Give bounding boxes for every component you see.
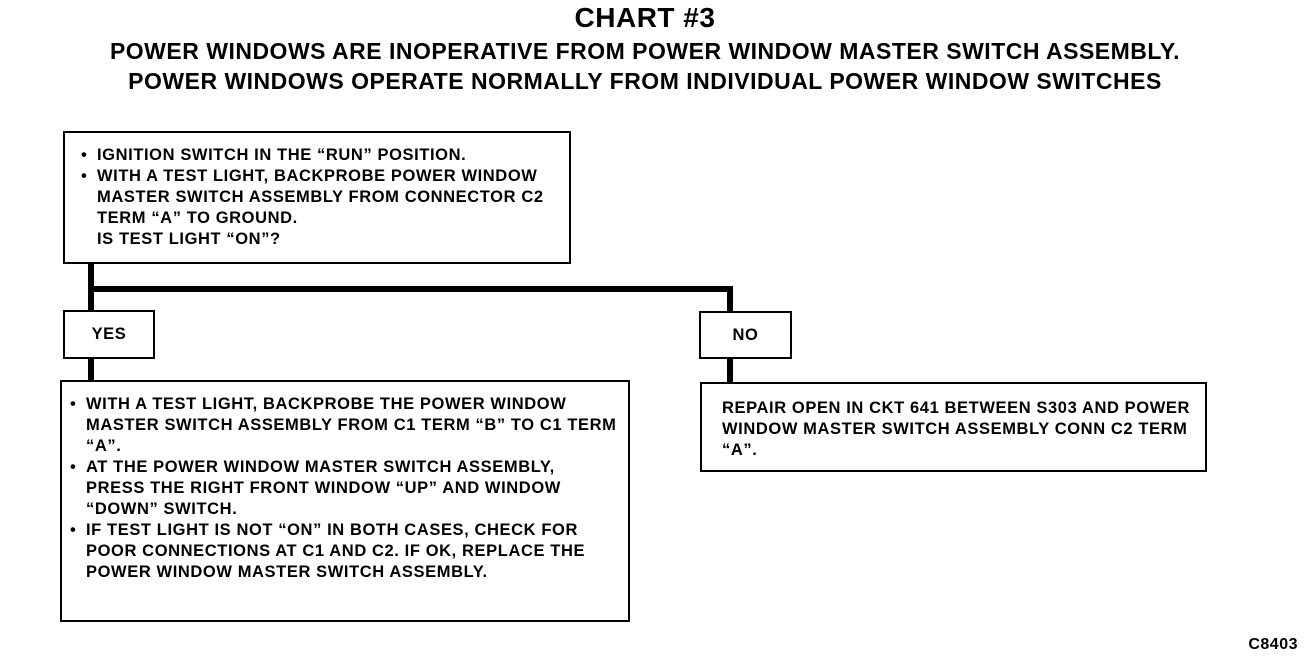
connector-yes-down <box>88 358 94 381</box>
no-result-text: REPAIR OPEN IN CKT 641 BETWEEN S303 AND … <box>722 399 1190 459</box>
no-result-box: REPAIR OPEN IN CKT 641 BETWEEN S303 AND … <box>700 382 1207 472</box>
no-branch-label: NO <box>699 311 792 359</box>
connector-horizontal-branch <box>88 286 733 292</box>
yes-result-bullet-3: IF TEST LIGHT IS NOT “ON” IN BOTH CASES,… <box>66 520 618 583</box>
yes-result-box: WITH A TEST LIGHT, BACKPROBE THE POWER W… <box>60 380 630 622</box>
test-question: IS TEST LIGHT “ON”? <box>97 230 281 248</box>
test-step-bullet-1: IGNITION SWITCH IN THE “RUN” POSITION. <box>77 145 559 166</box>
chart-title: CHART #3 <box>574 2 716 33</box>
yes-result-bullet-1: WITH A TEST LIGHT, BACKPROBE THE POWER W… <box>66 394 618 457</box>
chart-subtitle-line-2: POWER WINDOWS OPERATE NORMALLY FROM INDI… <box>128 68 1162 94</box>
chart-subtitle-line-1: POWER WINDOWS ARE INOPERATIVE FROM POWER… <box>109 38 1181 64</box>
yes-branch-label: YES <box>63 310 155 359</box>
figure-code: C8403 <box>1248 636 1298 653</box>
connector-no-down <box>727 286 733 312</box>
test-step-bullet-2: WITH A TEST LIGHT, BACKPROBE POWER WINDO… <box>77 166 559 229</box>
test-step-box: IGNITION SWITCH IN THE “RUN” POSITION. W… <box>63 131 571 264</box>
yes-result-bullet-2: AT THE POWER WINDOW MASTER SWITCH ASSEMB… <box>66 457 618 520</box>
connector-no-result-down <box>727 358 733 383</box>
